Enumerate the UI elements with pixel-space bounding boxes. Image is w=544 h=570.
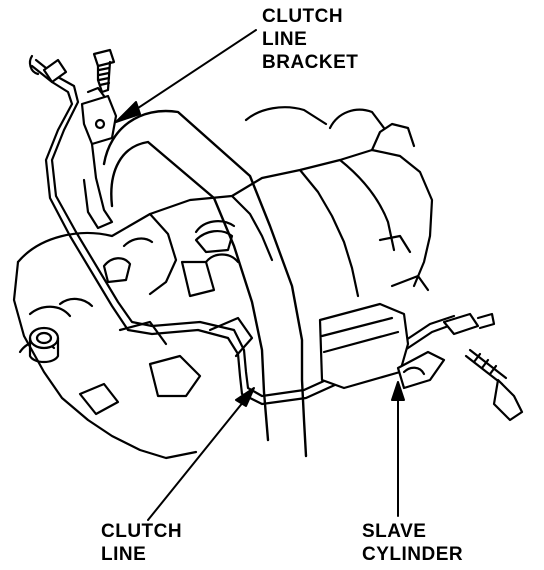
label-line-2: LINE [262,29,308,50]
leader-arrows [115,29,405,521]
mount-bolt [28,326,60,364]
label-line-1: CLUTCH [262,6,344,27]
label-line-2: LINE [101,544,147,565]
clutch-line-label: CLUTCH LINE [101,520,182,566]
slave-cylinder-bolt [464,348,524,422]
label-line-2: CYLINDER [362,544,464,565]
clutch-line-bracket-label: CLUTCH LINE BRACKET [262,5,358,74]
clutch-line-bracket [80,86,118,230]
bracket-bolt [92,48,116,94]
slave-cylinder-label: SLAVE CYLINDER [362,520,463,566]
engine-block [12,106,434,460]
label-line-1: SLAVE [362,521,427,542]
slave-cylinder [318,302,496,390]
label-line-1: CLUTCH [101,521,183,542]
label-line-3: BRACKET [262,52,359,73]
radiator-hose [102,109,308,458]
